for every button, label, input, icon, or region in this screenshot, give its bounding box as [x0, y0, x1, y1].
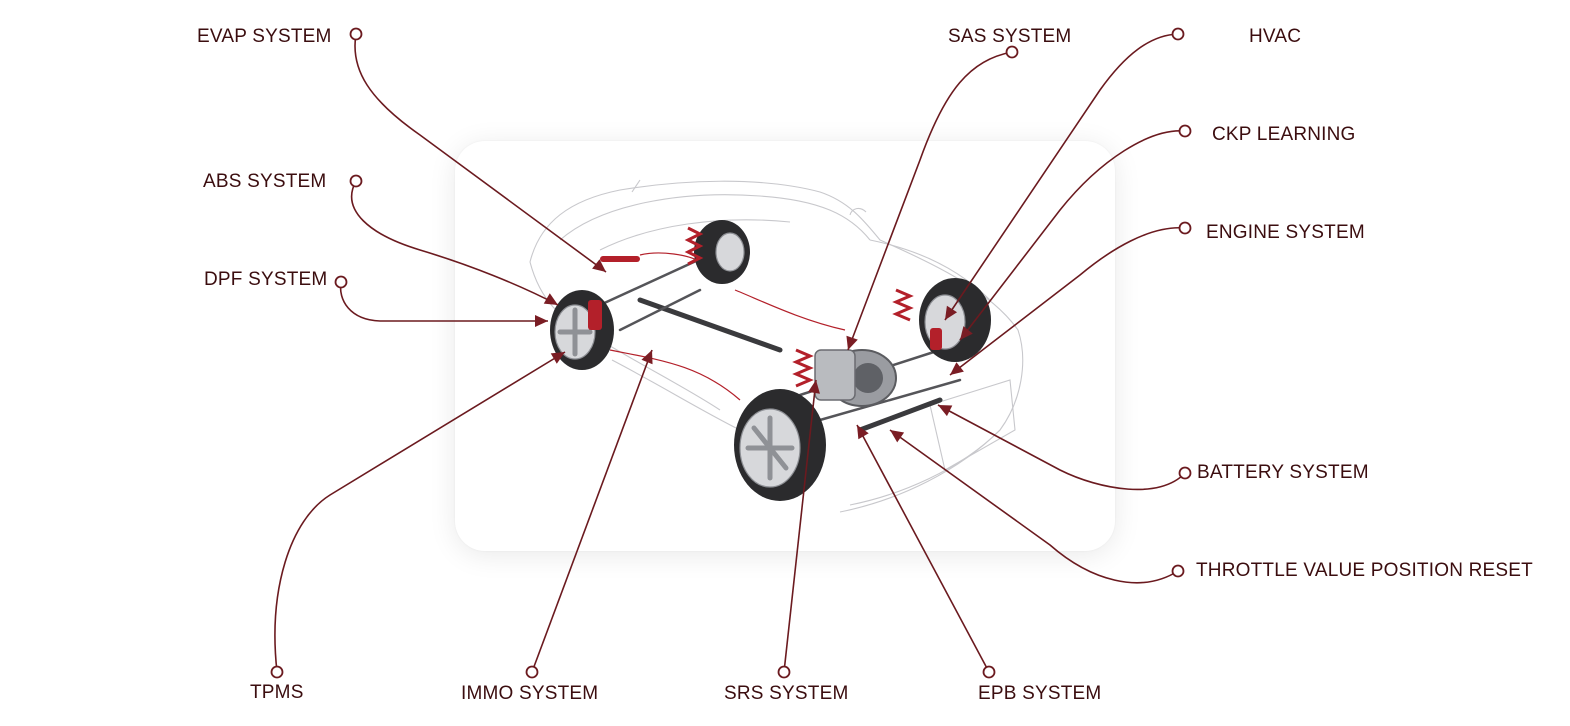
- epb-leader-line: [856, 424, 990, 673]
- ckp-arrow-head: [960, 326, 973, 340]
- immo-arrow-head: [641, 350, 653, 365]
- rear-left-wheel: [550, 290, 614, 370]
- sas-leader-line: [847, 51, 1013, 351]
- hvac-anchor-dot: [1171, 27, 1185, 41]
- sas-system-label: SAS SYSTEM: [948, 26, 1072, 47]
- ckp-anchor-dot: [1178, 124, 1192, 138]
- suspension-springs: [588, 226, 942, 388]
- epb-arrow-head: [857, 425, 869, 440]
- srs-leader-line: [783, 379, 817, 673]
- rear-right-wheel: [694, 220, 750, 284]
- evap-system-label: EVAP SYSTEM: [197, 26, 332, 47]
- sas-anchor-dot: [1005, 45, 1019, 59]
- dpf-leader-line: [339, 281, 548, 322]
- tpms-arrow-head: [550, 352, 565, 364]
- tpms-anchor-dot: [270, 665, 284, 679]
- ckp-learning-label: CKP LEARNING: [1212, 124, 1356, 145]
- epb-anchor-dot: [982, 665, 996, 679]
- leader-lines: [270, 27, 1192, 679]
- hvac-leader-line: [944, 33, 1179, 321]
- evap-leader-line: [354, 33, 607, 273]
- engine-anchor-dot: [1178, 221, 1192, 235]
- battery-anchor-dot: [1178, 466, 1192, 480]
- engine-system-label: ENGINE SYSTEM: [1206, 222, 1365, 243]
- ckp-leader-line: [959, 130, 1186, 341]
- epb-system-label: EPB SYSTEM: [978, 683, 1102, 704]
- throttle-anchor-dot: [1171, 564, 1185, 578]
- abs-leader-line: [350, 180, 559, 306]
- engine-leader-line: [949, 227, 1186, 376]
- battery-arrow-head: [938, 405, 953, 417]
- engine-block: [814, 349, 897, 407]
- dpf-arrow-head: [535, 315, 548, 327]
- battery-system-label: BATTERY SYSTEM: [1197, 462, 1369, 483]
- evap-anchor-dot: [349, 27, 363, 41]
- immo-leader-line: [531, 349, 653, 673]
- engine-arrow-head: [950, 362, 964, 375]
- throttle-reset-label: THROTTLE VALUE POSITION RESET: [1196, 560, 1533, 581]
- front-right-wheel: [919, 278, 991, 362]
- evap-arrow-head: [592, 259, 606, 272]
- throttle-arrow-head: [890, 430, 905, 443]
- tpms-label: TPMS: [250, 682, 304, 703]
- abs-system-label: ABS SYSTEM: [203, 171, 327, 192]
- srs-system-label: SRS SYSTEM: [724, 683, 849, 704]
- srs-anchor-dot: [777, 665, 791, 679]
- dpf-system-label: DPF SYSTEM: [204, 269, 328, 290]
- throttle-leader-line: [889, 429, 1179, 584]
- immo-anchor-dot: [525, 665, 539, 679]
- dpf-anchor-dot: [334, 275, 348, 289]
- immo-system-label: IMMO SYSTEM: [461, 683, 599, 704]
- front-left-wheel: [734, 389, 826, 501]
- srs-arrow-head: [808, 380, 820, 394]
- abs-anchor-dot: [349, 174, 363, 188]
- hvac-arrow-head: [945, 305, 958, 320]
- abs-arrow-head: [543, 293, 558, 305]
- tpms-leader-line: [274, 351, 566, 673]
- hvac-label: HVAC: [1249, 26, 1302, 47]
- battery-leader-line: [937, 404, 1186, 491]
- sas-arrow-head: [846, 335, 858, 350]
